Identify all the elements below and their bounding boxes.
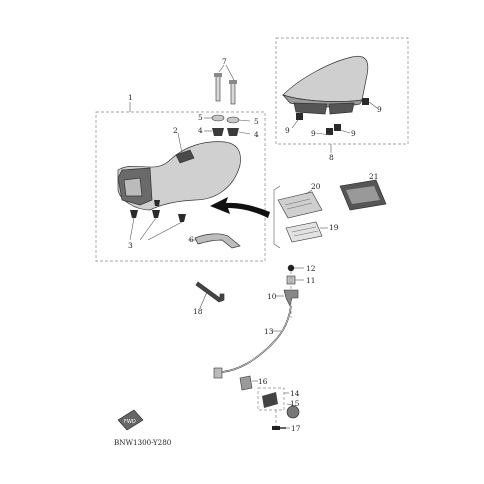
callout-1: 1 [128, 93, 133, 102]
rear-seat[interactable] [282, 55, 369, 102]
callout-13: 13 [264, 327, 274, 336]
damper-3-b[interactable] [152, 210, 160, 218]
cable-end [213, 367, 223, 379]
bolt-17[interactable] [272, 426, 286, 430]
callout-11: 11 [306, 276, 315, 285]
seat-lock-cable-13[interactable] [221, 305, 292, 373]
callout-6: 6 [189, 235, 194, 244]
bolt-7-b[interactable] [229, 80, 237, 105]
callout-4-a: 4 [198, 126, 203, 135]
bracket-6[interactable] [194, 233, 241, 249]
cable-guide-16[interactable] [239, 375, 253, 391]
collar-5-a[interactable] [211, 114, 225, 122]
damper-3-c[interactable] [178, 214, 186, 222]
leaflet-19[interactable] [285, 221, 323, 243]
callout-8: 8 [329, 153, 334, 162]
callout-17: 17 [291, 424, 301, 433]
callout-15: 15 [290, 399, 300, 408]
callout-9-c: 9 [351, 129, 356, 138]
callout-2: 2 [173, 126, 178, 135]
callout-3: 3 [128, 241, 133, 250]
callout-19: 19 [329, 223, 339, 232]
fwd-label: FWD [124, 419, 136, 425]
owners-manual-20[interactable] [277, 191, 323, 219]
callout-12: 12 [306, 264, 315, 273]
callout-16: 16 [258, 377, 268, 386]
callout-10: 10 [267, 292, 277, 301]
damper-9-b[interactable] [296, 113, 303, 120]
callout-20: 20 [311, 182, 321, 191]
documents-group [273, 179, 387, 249]
hex-wrench-18[interactable] [195, 281, 225, 303]
group-box-rear-seat [275, 37, 409, 145]
callout-5-a: 5 [198, 113, 203, 122]
callout-14: 14 [290, 389, 300, 398]
collar-5-b[interactable] [226, 116, 240, 124]
damper-9-a[interactable] [362, 98, 369, 105]
front-seat-group [95, 64, 266, 262]
install-arrow [210, 197, 270, 218]
callout-9-b: 9 [285, 126, 290, 135]
screw-12[interactable] [287, 264, 295, 272]
callout-4-b: 4 [254, 130, 259, 139]
damper-3-a[interactable] [130, 210, 138, 218]
seat-lock-assembly [276, 264, 304, 318]
callout-9-d: 9 [311, 129, 316, 138]
damper-4-a[interactable] [212, 128, 224, 136]
damper-3-d[interactable] [154, 200, 160, 206]
lever-assembly-14[interactable] [257, 387, 285, 411]
damper-4-b[interactable] [227, 128, 239, 136]
front-direction-badge: FWD [117, 409, 144, 431]
callout-18: 18 [193, 307, 203, 316]
manual-21[interactable] [339, 179, 387, 211]
diagram-code: BNW1300-Y280 [114, 438, 172, 447]
damper-9-c[interactable] [334, 124, 341, 131]
cap-15[interactable] [286, 405, 300, 419]
damper-9-d[interactable] [326, 128, 333, 135]
seat-lock-2[interactable] [175, 149, 195, 164]
callout-9-a: 9 [377, 105, 382, 114]
group-box-front-seat [95, 111, 266, 262]
rear-seat-group [275, 37, 409, 145]
bolt-7-a[interactable] [214, 73, 222, 102]
callout-5-b: 5 [254, 117, 259, 126]
callout-7: 7 [222, 57, 227, 66]
callout-21: 21 [369, 172, 378, 181]
